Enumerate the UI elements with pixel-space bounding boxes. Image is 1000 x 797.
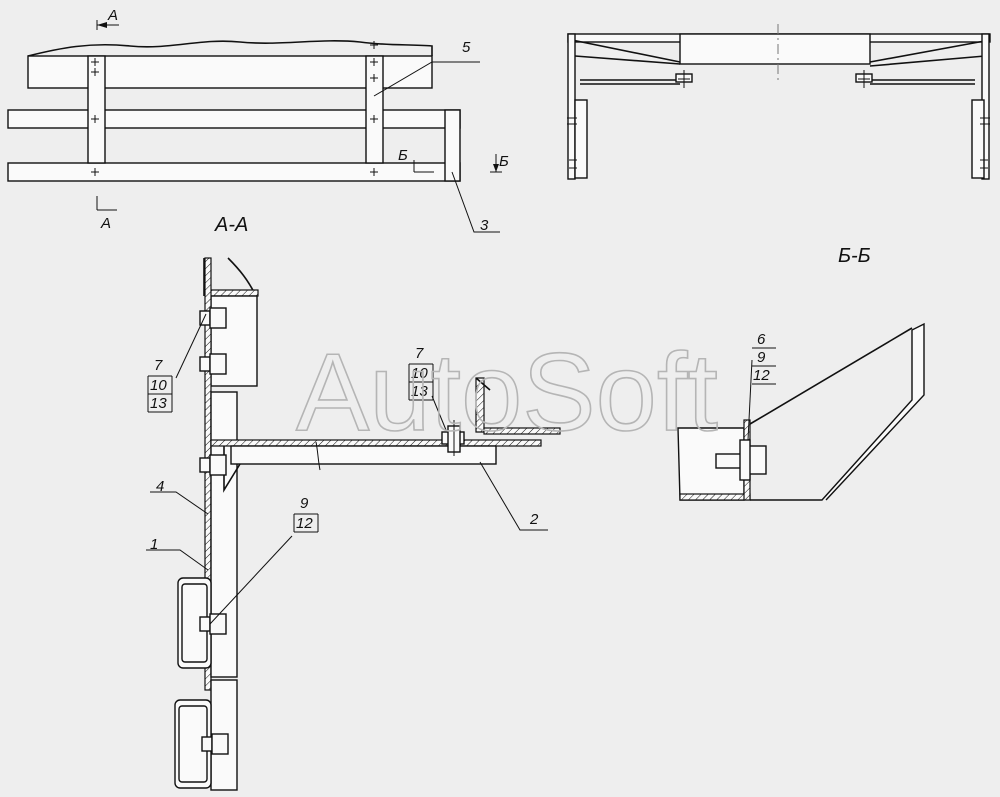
svg-text:6: 6 bbox=[757, 331, 766, 348]
svg-text:7: 7 bbox=[415, 345, 424, 362]
lower-bar bbox=[7, 162, 461, 182]
main-assembly-view bbox=[146, 257, 561, 791]
watermark: AutoSoft bbox=[296, 331, 718, 454]
svg-text:12: 12 bbox=[296, 515, 313, 532]
right-post bbox=[365, 55, 384, 164]
section-aa-title: А-А bbox=[214, 214, 248, 236]
svg-text:9: 9 bbox=[757, 349, 766, 366]
top-view-frame: А А Б Б 5 3 А-А bbox=[7, 7, 509, 236]
callout-3: 3 bbox=[480, 217, 489, 234]
callout-9-12: 9 12 bbox=[293, 495, 319, 533]
svg-text:9: 9 bbox=[300, 495, 309, 512]
svg-text:13: 13 bbox=[411, 383, 428, 400]
bolt-group-upper bbox=[199, 307, 227, 476]
svg-text:12: 12 bbox=[753, 367, 770, 384]
bolt-mid bbox=[441, 420, 465, 456]
svg-text:10: 10 bbox=[411, 365, 428, 382]
detail-view bbox=[677, 322, 925, 501]
svg-text:10: 10 bbox=[150, 377, 167, 394]
callout-6-9-12: 6 9 12 bbox=[752, 331, 776, 385]
svg-text:7: 7 bbox=[154, 357, 163, 374]
callout-4: 4 bbox=[156, 478, 164, 495]
center-beam bbox=[679, 33, 871, 65]
end-bracket bbox=[444, 109, 461, 182]
section-bb-view: Б-Б bbox=[567, 24, 991, 267]
callout-7-10-13-mid: 7 10 13 bbox=[408, 345, 434, 401]
callout-5: 5 bbox=[462, 39, 471, 56]
left-post bbox=[87, 55, 106, 164]
cut-label-b-left: Б bbox=[398, 147, 408, 164]
callout-1: 1 bbox=[150, 536, 158, 553]
callout-2: 2 bbox=[529, 511, 539, 528]
section-bb-title: Б-Б bbox=[838, 245, 871, 267]
cut-label-b-right: Б bbox=[499, 153, 509, 170]
callout-7-10-13-left: 7 10 13 bbox=[147, 357, 173, 413]
svg-text:13: 13 bbox=[150, 395, 167, 412]
middle-bar bbox=[7, 109, 461, 129]
cut-label-a-bottom: А bbox=[100, 215, 111, 232]
cut-label-a-top: А bbox=[107, 7, 118, 24]
